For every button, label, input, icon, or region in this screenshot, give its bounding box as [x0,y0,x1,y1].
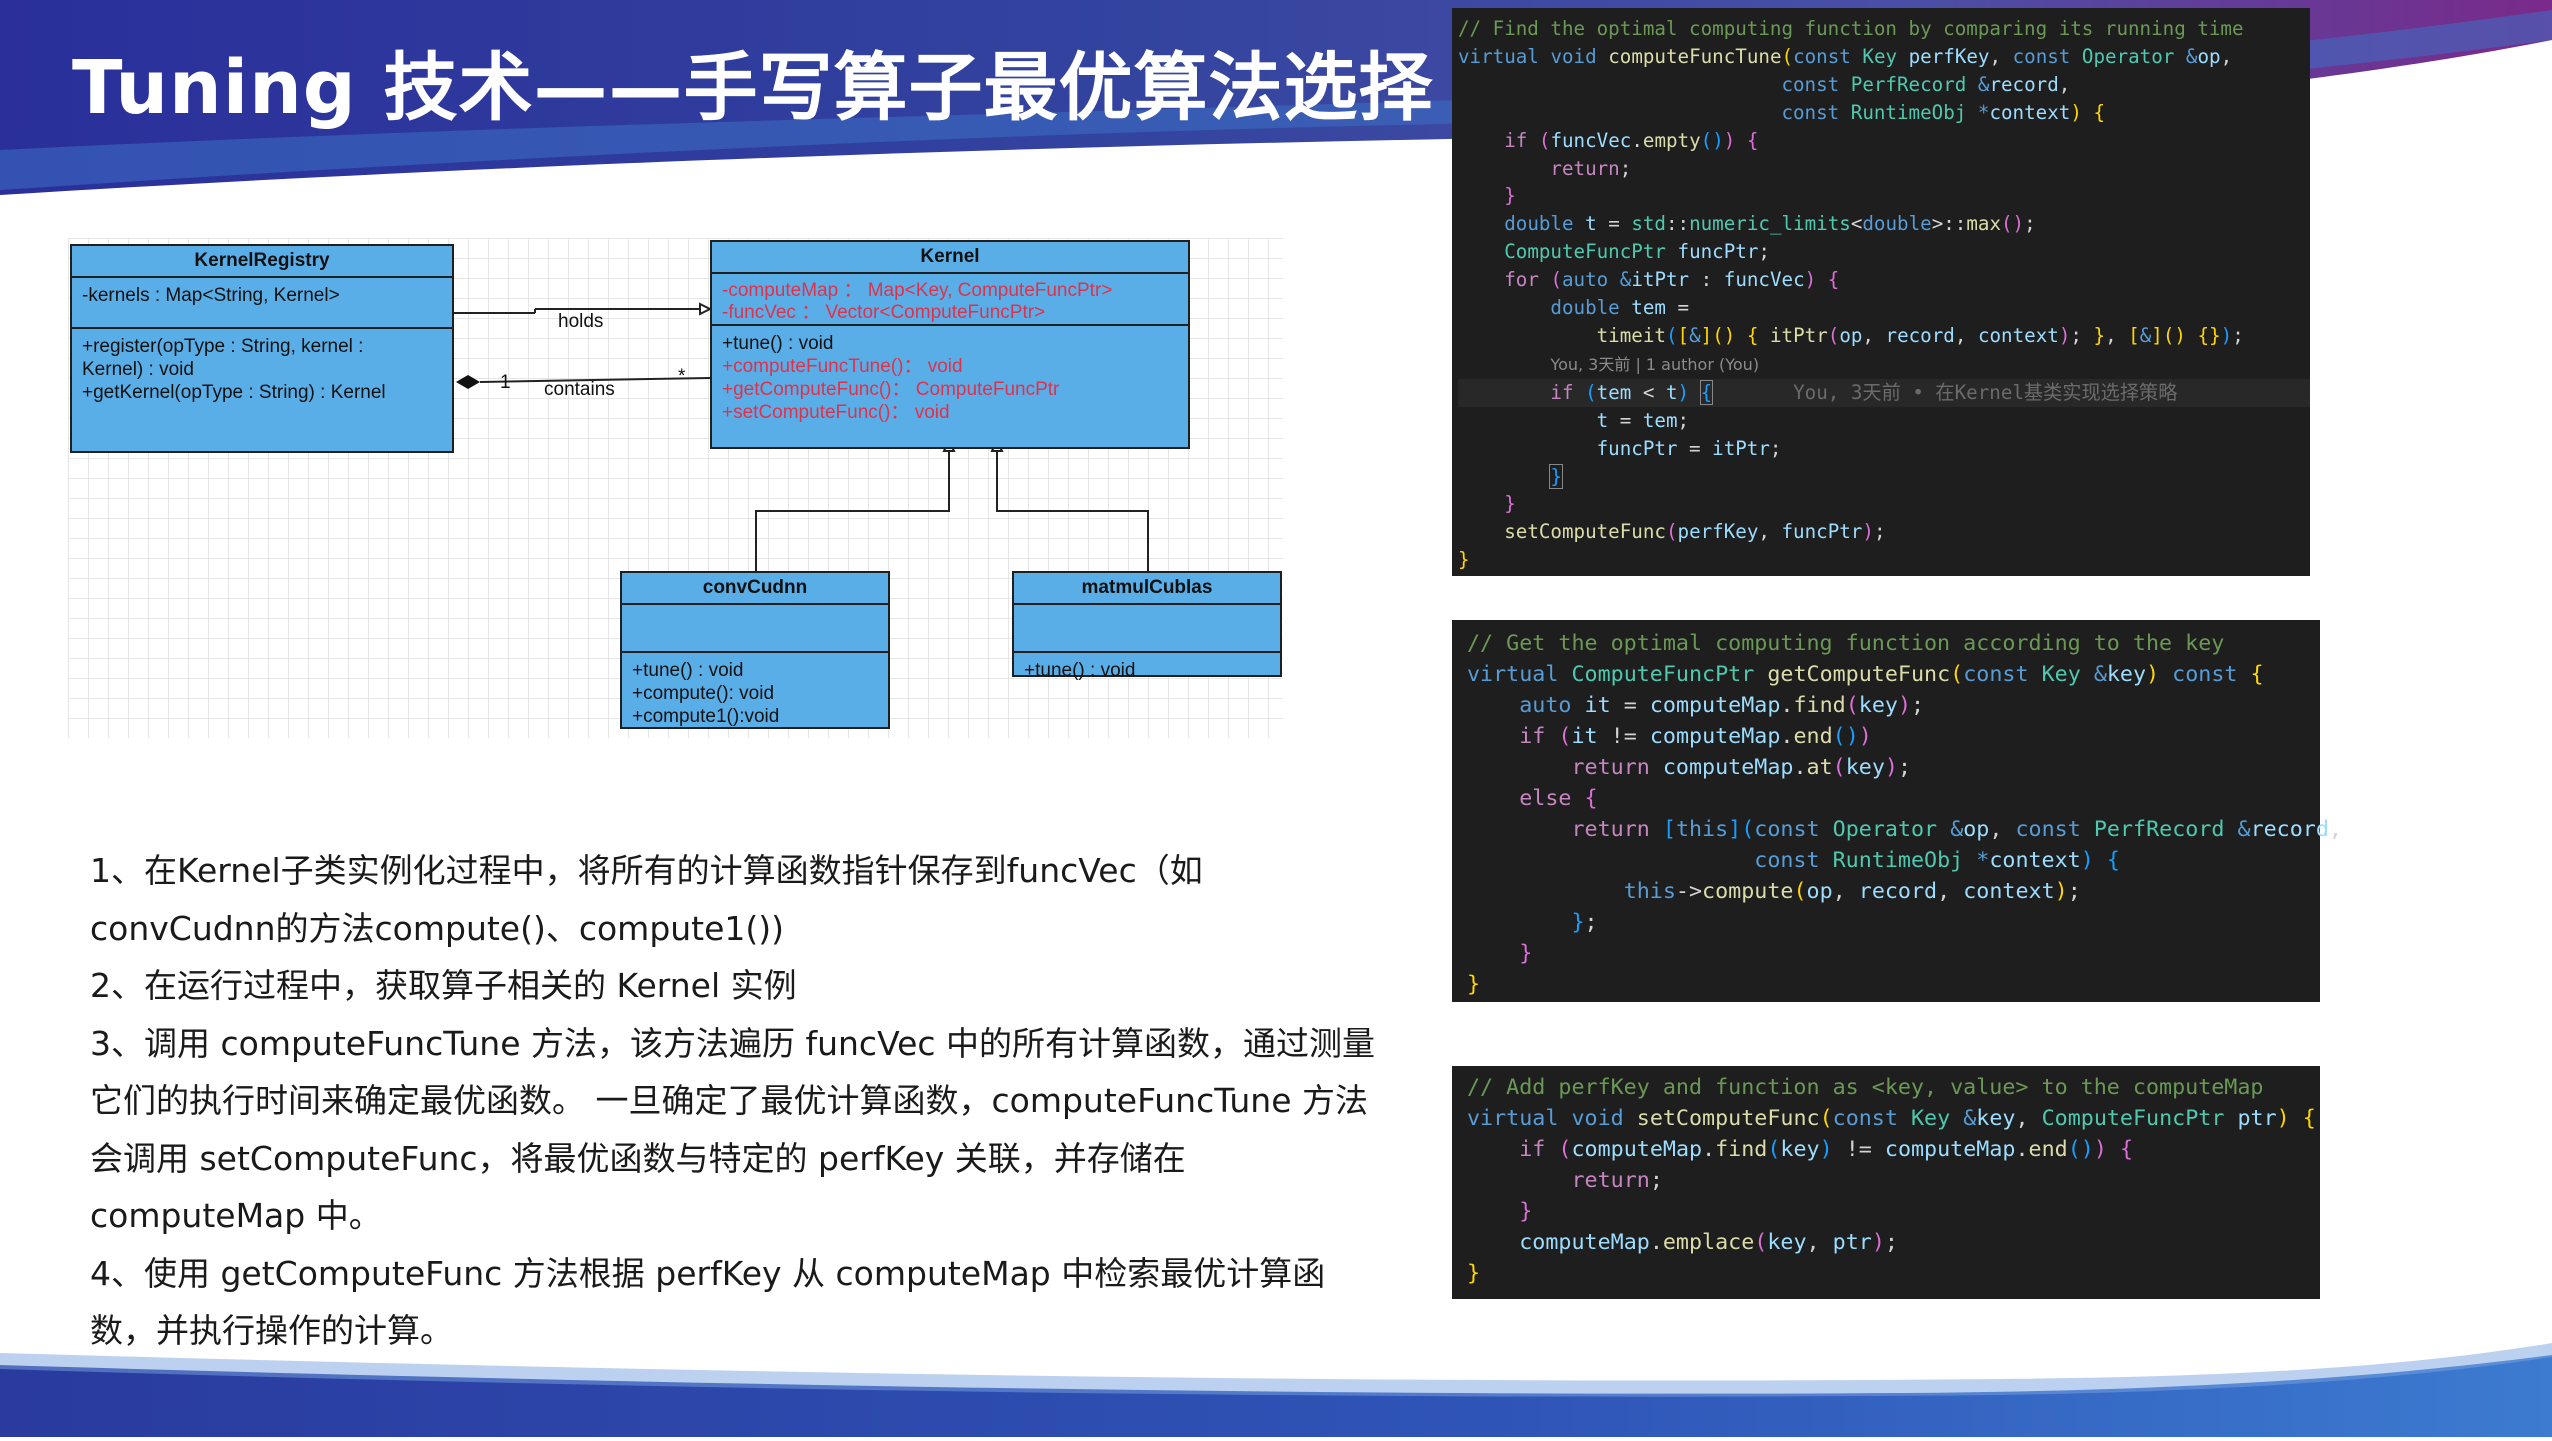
code-line: double tem = [1550,296,1690,320]
code-line: // Find the optimal computing function b… [1458,15,2310,43]
class-name: KernelRegistry [72,246,452,278]
code-line: if (tem < t) { You, 3天前 • 在Kernel基类实现选择策… [1458,378,2310,407]
method: Kernel) : void [82,359,194,380]
code-line: } [1467,1261,1481,1286]
class-conv-cudnn[interactable]: convCudnn +tune() : void +compute(): voi… [620,571,890,729]
uml-class-diagram: holds 1 contains * KernelRegistry -kerne… [68,238,1283,738]
method: +getKernel(opType : String) : Kernel [82,382,386,403]
class-methods: +register(opType : String, kernel : Kern… [72,329,452,410]
slide-title: Tuning 技术——手写算子最优算法选择 [72,45,1434,131]
attribute: -computeMap ： Map<Key, ComputeFuncPtr> [722,280,1113,301]
code-line: return [this](const Operator &op, const … [1571,817,2342,842]
code-line: } [1549,463,1563,489]
code-line: const PerfRecord &record, [1781,72,2071,96]
multiplicity-one: 1 [500,372,511,393]
git-blame-ghost-text: You, 3天前 • 在Kernel基类实现选择策略 [1793,380,2178,404]
class-attributes [622,605,888,653]
footer-band [0,1335,2552,1437]
code-line: // Add perfKey and function as <key, val… [1467,1072,2320,1103]
method: +compute(): void [632,683,775,704]
step-item: 2、在运行过程中，获取算子相关的 Kernel 实例 [90,966,797,1005]
code-line: if (funcVec.empty()) { [1504,128,1759,152]
code-line: const RuntimeObj *context) { [1754,848,2120,873]
code-line: return computeMap.at(key); [1571,755,1911,780]
method: +register(opType : String, kernel : [82,336,364,357]
holds-label: holds [558,311,604,332]
class-attributes [1014,605,1280,653]
multiplicity-many: * [678,366,686,387]
code-panel-get-compute-func: // Get the optimal computing function ac… [1452,620,2342,1002]
step-item: 4、使用 getComputeFunc 方法根据 perfKey 从 compu… [90,1253,1326,1351]
code-line: virtual void setComputeFunc(const Key &k… [1467,1106,2316,1131]
code-comment: // Add perfKey and function as <key, val… [1467,1075,2264,1100]
code-line: return; [1571,1168,1663,1193]
class-kernel[interactable]: Kernel -computeMap ： Map<Key, ComputeFun… [710,240,1190,449]
code-line: // Get the optimal computing function ac… [1467,628,2320,659]
code-line: timeit([&]() { itPtr(op, record, context… [1596,323,2244,347]
step-item: 1、在Kernel子类实例化过程中，将所有的计算函数指针保存到funcVec（如… [90,851,1203,948]
class-methods: +tune() : void +computeFuncTune()： void … [712,326,1188,430]
code-line: funcPtr = itPtr; [1596,436,1782,460]
method: +tune() : void [722,333,834,354]
git-blame-annotation: You, 3天前 | 1 author (You) [1550,354,1760,374]
class-attributes: -kernels : Map<String, Kernel> [72,278,452,329]
class-matmul-cublas[interactable]: matmulCublas +tune() : void [1012,571,1282,681]
code-comment: // Get the optimal computing function ac… [1467,631,2225,656]
contains-label: contains [544,379,615,400]
class-methods: +tune() : void +compute(): void +compute… [622,653,888,734]
code-line: } [1519,941,1533,966]
code-line: } [1458,548,1470,572]
code-line: }; [1571,910,1598,935]
method: +tune() : void [632,660,744,681]
class-kernel-registry[interactable]: KernelRegistry -kernels : Map<String, Ke… [70,244,454,453]
method: +computeFuncTune()： void [722,356,963,377]
code-line: setComputeFunc(perfKey, funcPtr); [1504,520,1886,544]
class-name: convCudnn [622,573,888,605]
code-line: } [1467,972,1481,997]
code-line: auto it = computeMap.find(key); [1519,693,1925,718]
code-line: return; [1550,156,1632,180]
attribute: -funcVec ： Vector<ComputeFuncPtr> [722,302,1046,323]
code-line: const RuntimeObj *context) { [1781,100,2105,124]
code-line: else { [1519,786,1598,811]
steps-list: 1、在Kernel子类实例化过程中，将所有的计算函数指针保存到funcVec（如… [90,842,1380,1360]
method: +compute1():void [632,706,780,727]
attribute: -kernels : Map<String, Kernel> [82,285,340,306]
code-line: t = tem; [1596,408,1690,432]
method: +setComputeFunc()： void [722,402,950,423]
code-line: } [1519,1199,1533,1224]
method: +tune() : void [1024,660,1136,681]
class-name: matmulCublas [1014,573,1280,605]
code-line: } [1504,492,1516,516]
method: +getComputeFunc()： ComputeFuncPtr [722,379,1060,400]
code-line: if (computeMap.find(key) != computeMap.e… [1519,1137,2134,1162]
code-line: double t = std::numeric_limits<double>::… [1504,212,2036,236]
code-comment: // Find the optimal computing function b… [1458,17,2244,40]
class-attributes: -computeMap ： Map<Key, ComputeFuncPtr> -… [712,274,1188,326]
code-line: virtual void computeFuncTune(const Key p… [1458,44,2233,68]
code-line: You, 3天前 | 1 author (You) [1458,350,2310,379]
code-line: virtual ComputeFuncPtr getComputeFunc(co… [1467,662,2264,687]
code-line: for (auto &itPtr : funcVec) { [1504,268,1840,292]
code-line: computeMap.emplace(key, ptr); [1519,1230,1898,1255]
code-line: ComputeFuncPtr funcPtr; [1504,240,1770,264]
class-methods: +tune() : void [1014,653,1280,688]
step-item: 3、调用 computeFuncTune 方法，该方法遍历 funcVec 中的… [90,1023,1376,1236]
code-line: } [1504,184,1516,208]
code-line: this->compute(op, record, context); [1623,879,2081,904]
code-panel-set-compute-func: // Add perfKey and function as <key, val… [1452,1066,2320,1299]
class-name: Kernel [712,242,1188,274]
code-line: if (it != computeMap.end()) [1519,724,1872,749]
code-panel-compute-func-tune: // Find the optimal computing function b… [1452,8,2310,576]
